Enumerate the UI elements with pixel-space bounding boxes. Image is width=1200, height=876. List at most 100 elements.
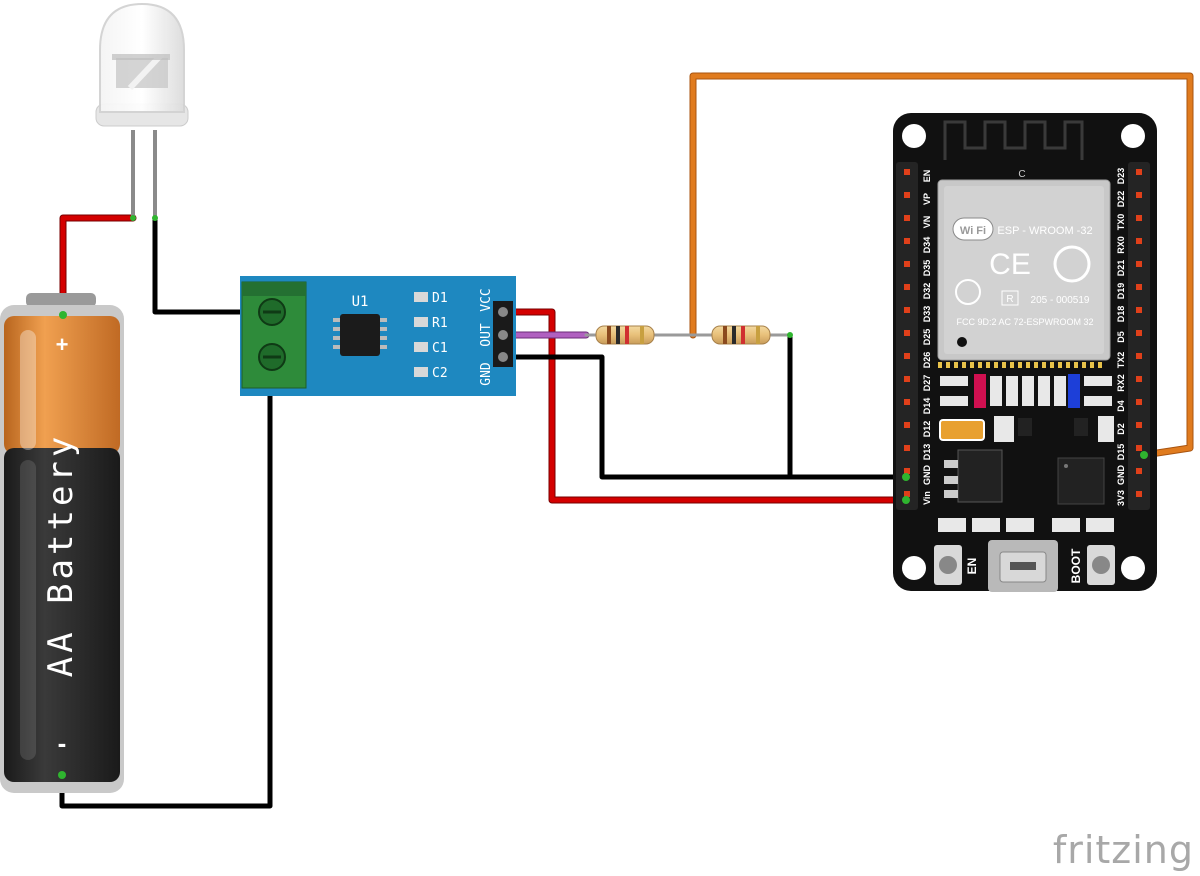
left-pin-header — [896, 162, 918, 510]
chip-label: U1 — [352, 294, 369, 310]
wire-red-vcc-vin — [496, 308, 910, 504]
en-button[interactable] — [934, 545, 962, 585]
header-pin-right-rx0 — [1136, 238, 1142, 244]
header-pin-right-tx0 — [1136, 215, 1142, 221]
antenna-label: C — [1018, 169, 1025, 180]
header-pin-left-d32 — [904, 284, 910, 290]
pin-label-right-rx2: RX2 — [1116, 374, 1126, 392]
cert-number: 205 - 000519 — [1031, 295, 1090, 306]
header-pin-left-d34 — [904, 238, 910, 244]
header-pin-right-d23 — [1136, 169, 1142, 175]
pin-label-left-d25: D25 — [922, 329, 932, 346]
header-pin-left-gnd — [904, 468, 910, 474]
pin-label-right-d2: D2 — [1116, 423, 1126, 435]
module-name: ESP - WROOM -32 — [997, 225, 1092, 237]
led — [95, 2, 189, 218]
header-pin-right-rx2 — [1136, 376, 1142, 382]
header-pin-left-d13 — [904, 445, 910, 451]
pin-label-left-d14: D14 — [922, 398, 932, 415]
pin-label-right-3v3: 3V3 — [1116, 490, 1126, 506]
r-mark: R — [1006, 294, 1013, 305]
fritzing-logo: fritzing — [1053, 828, 1194, 872]
header-pin-right-3v3 — [1136, 491, 1142, 497]
header-pin-right-d19 — [1136, 284, 1142, 290]
battery-plus-sign: + — [56, 332, 69, 357]
pin-label-right-d4: D4 — [1116, 400, 1126, 412]
right-pin-header — [1128, 162, 1150, 510]
header-pin-right-tx2 — [1136, 353, 1142, 359]
header-pin-right-d21 — [1136, 261, 1142, 267]
pin-label-left-d26: D26 — [922, 352, 932, 369]
wire-black-led-terminal — [152, 215, 280, 315]
header-pin-right-d18 — [1136, 307, 1142, 313]
antenna-trace — [943, 120, 1084, 160]
pin-label-left-d34: D34 — [922, 237, 932, 254]
left-pin-labels: ENVPVND34D35D32D33D25D26D27D14D12D13GNDV… — [922, 170, 932, 505]
pin-label-left-d35: D35 — [922, 260, 932, 277]
ce-mark: CE — [989, 248, 1031, 281]
wifi-text: Wi Fi — [960, 225, 986, 237]
fcc-seal-icon — [955, 279, 981, 305]
fritzing-brand-text: fritzing — [1052, 828, 1194, 872]
header-pin-left-en — [904, 169, 910, 175]
esp32-board: C Wi Fi ESP - WROOM -32 CE R 205 - 00051… — [893, 113, 1157, 592]
header-pin-left-d26 — [904, 353, 910, 359]
pin-label-left-d13: D13 — [922, 444, 932, 461]
header-pin-right-gnd — [1136, 468, 1142, 474]
smd-row — [939, 374, 1114, 442]
resistor-2 — [711, 325, 771, 345]
pin-gnd-label: GND — [479, 362, 494, 386]
fcc-text: FCC 9D:2 AC 72-ESPWROOM 32 — [956, 317, 1093, 327]
sensor-module: U1 D1 R1 C1 C2 VCC OUT GND — [240, 276, 516, 396]
header-pin-left-vn — [904, 215, 910, 221]
part-c1: C1 — [432, 341, 448, 356]
aa-battery: + - AA Battery — [0, 293, 124, 793]
pin-label-right-rx0: RX0 — [1116, 236, 1126, 254]
usb-uart-chip — [1057, 457, 1105, 505]
battery-minus-sign: - — [58, 728, 67, 758]
connection-points — [58, 215, 1148, 779]
pin-label-right-d23: D23 — [1116, 168, 1126, 185]
micro-usb-port[interactable] — [988, 540, 1058, 592]
espressif-icon — [1053, 245, 1091, 283]
pin-label-left-vp: VP — [922, 193, 932, 205]
header-pin-left-vp — [904, 192, 910, 198]
boot-button[interactable] — [1087, 545, 1115, 585]
pin-label-right-tx0: TX0 — [1116, 214, 1126, 231]
resistor-1 — [595, 325, 655, 345]
wifi-logo: Wi Fi — [952, 217, 994, 241]
header-pin-left-d14 — [904, 399, 910, 405]
pin-label-right-d21: D21 — [1116, 260, 1126, 277]
header-pin-right-d4 — [1136, 399, 1142, 405]
pin-label-left-gnd: GND — [922, 465, 932, 486]
pin-label-right-d15: D15 — [1116, 444, 1126, 461]
pin-label-left-vin: Vin — [922, 491, 932, 505]
header-pin-right-d2 — [1136, 422, 1142, 428]
battery-label: AA Battery — [41, 433, 81, 678]
header-pin-right-d5 — [1136, 330, 1142, 336]
pin-label-right-tx2: TX2 — [1116, 352, 1126, 369]
pin-label-left-d12: D12 — [922, 421, 932, 438]
pin-label-left-vn: VN — [922, 216, 932, 229]
header-pin-left-d33 — [904, 307, 910, 313]
pin-label-left-en: EN — [922, 170, 932, 183]
en-button-label: EN — [965, 558, 979, 575]
header-pin-left-d35 — [904, 261, 910, 267]
pin-label-right-d18: D18 — [1116, 306, 1126, 323]
pin-label-right-d5: D5 — [1116, 331, 1126, 343]
part-d1: D1 — [432, 291, 448, 306]
voltage-regulator — [944, 449, 1003, 503]
header-pin-left-vin — [904, 491, 910, 497]
part-c2: C2 — [432, 366, 448, 381]
smd-parts: D1 R1 C1 C2 — [414, 291, 448, 381]
pin-label-right-d19: D19 — [1116, 283, 1126, 300]
header-pin-left-d12 — [904, 422, 910, 428]
pin-label-right-gnd: GND — [1116, 465, 1126, 486]
wire-black-gnd — [497, 354, 909, 480]
pin-label-left-d27: D27 — [922, 375, 932, 392]
pin-label-left-d33: D33 — [922, 306, 932, 323]
part-r1: R1 — [432, 316, 448, 331]
header-pin-right-d15 — [1136, 445, 1142, 451]
